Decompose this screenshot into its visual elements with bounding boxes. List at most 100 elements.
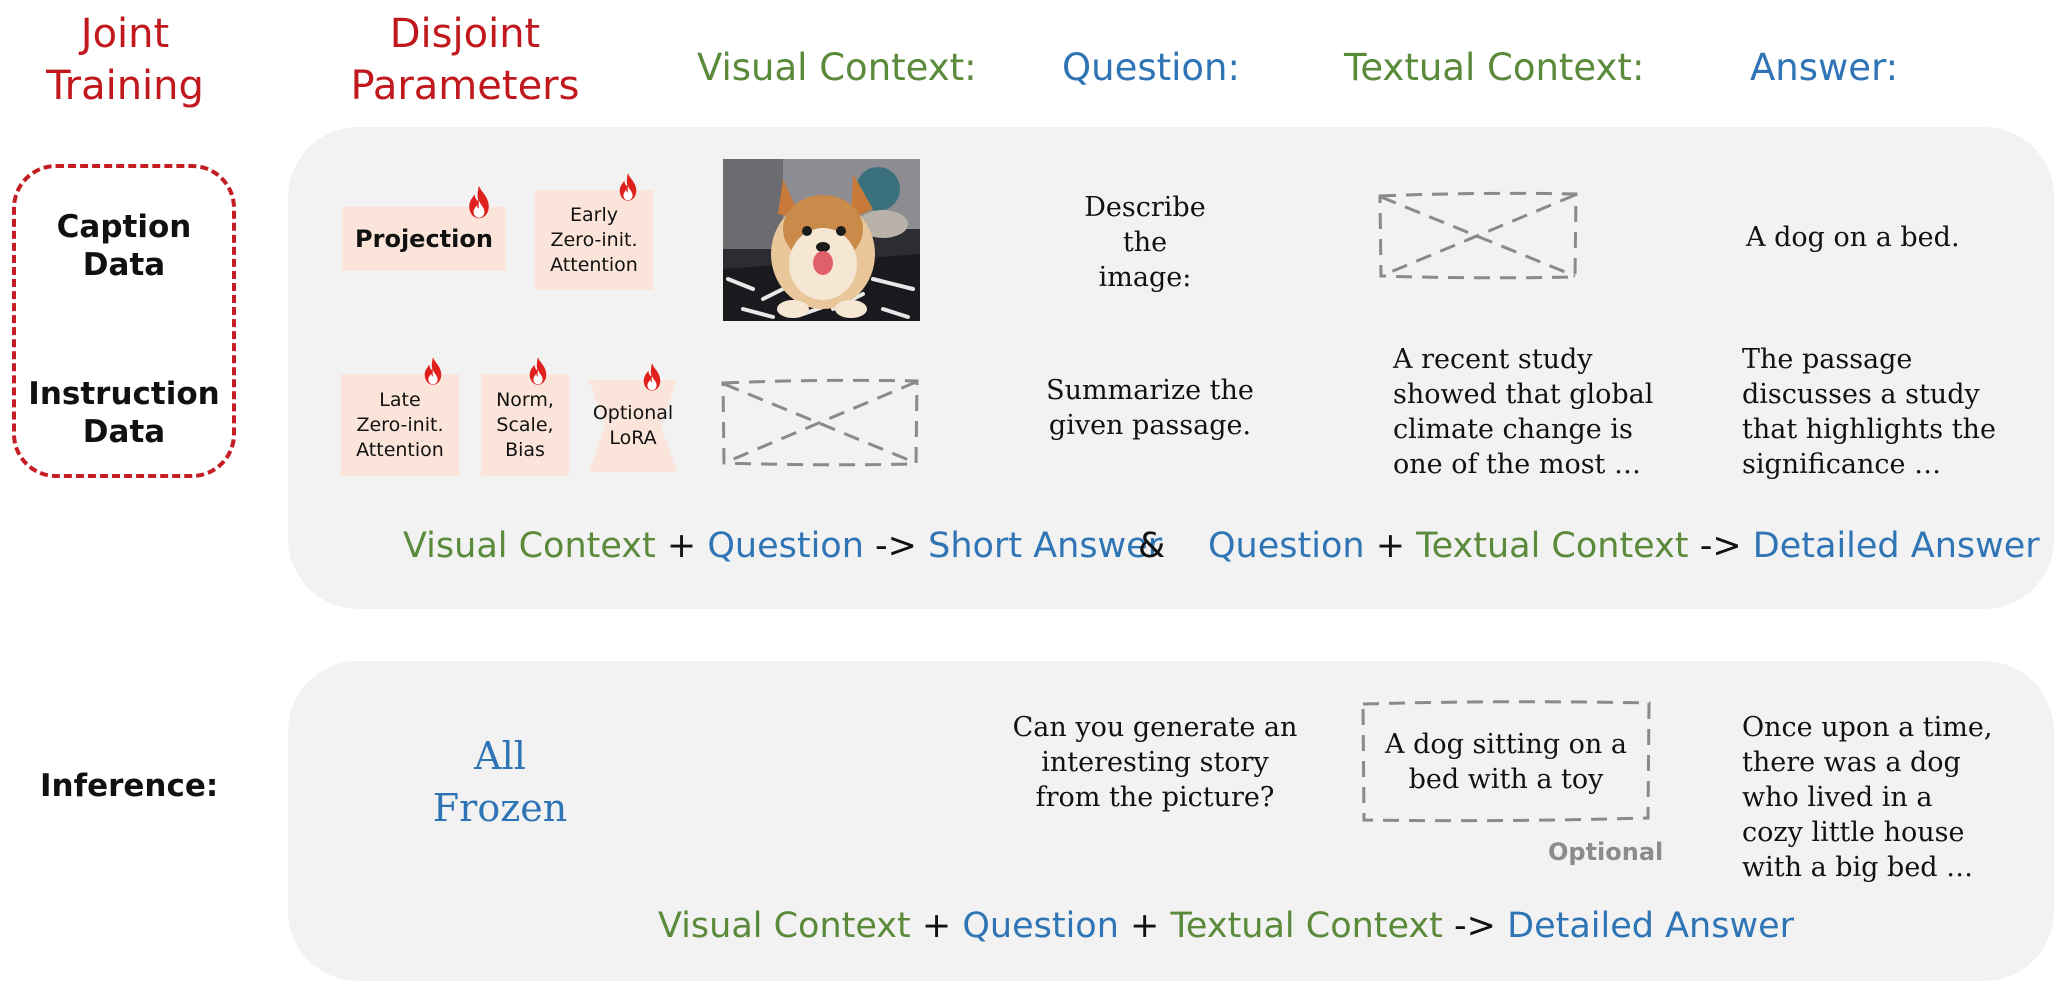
joint-training-line1: Joint <box>80 11 170 57</box>
caption-question-line2: the <box>1122 227 1168 258</box>
formula-arrow: -> <box>875 526 917 566</box>
instruction-label-line2: Data <box>82 414 166 450</box>
disjoint-parameters-header: Disjoint Parameters <box>340 8 590 112</box>
norm-card-line1: Norm, <box>496 388 554 411</box>
formula-question: Question <box>707 526 864 566</box>
instruction-context-line1: A recent study <box>1393 344 1593 375</box>
question-header: Question: <box>1062 46 1240 89</box>
optional-lora-card: Optional LoRA <box>589 380 677 472</box>
instruction-context-line4: one of the most … <box>1393 449 1641 480</box>
caption-data-label: Caption Data <box>12 208 236 284</box>
late-card-line1: Late <box>379 388 421 411</box>
fire-icon <box>617 172 639 202</box>
training-formula-2: Question + Textual Context -> Detailed A… <box>1208 524 2040 568</box>
fire-icon <box>641 362 663 392</box>
instruction-context-line2: showed that global <box>1393 379 1654 410</box>
inf-formula-arrow: -> <box>1454 906 1496 946</box>
inference-panel <box>288 661 2054 981</box>
instruction-answer-line2: discusses a study <box>1742 379 1980 410</box>
visual-context-header: Visual Context: <box>697 46 977 89</box>
caption-question-line3: image: <box>1098 262 1192 293</box>
late-zero-init-attention-card: Late Zero-init. Attention <box>341 374 459 476</box>
inference-answer: Once upon a time, there was a dog who li… <box>1742 710 1992 885</box>
all-frozen-line2: Frozen <box>432 786 568 830</box>
fire-icon <box>422 356 444 386</box>
inference-question-line3: from the picture? <box>1035 782 1275 813</box>
formula-plus: + <box>666 526 697 566</box>
inference-context-line1: A dog sitting on a <box>1385 729 1627 760</box>
all-frozen-label: All Frozen <box>420 730 580 834</box>
joint-training-header: Joint Training <box>30 8 220 112</box>
inference-question-line2: interesting story <box>1041 747 1269 778</box>
early-zero-init-attention-card: Early Zero-init. Attention <box>535 190 653 290</box>
early-card-line1: Early <box>570 203 618 226</box>
inf-formula-detailed-answer: Detailed Answer <box>1507 906 1795 946</box>
disjoint-parameters-line2: Parameters <box>350 63 580 109</box>
instruction-data-label: Instruction Data <box>12 375 236 451</box>
norm-scale-bias-card: Norm, Scale, Bias <box>481 374 569 476</box>
inference-formula: Visual Context + Question + Textual Cont… <box>658 904 1794 948</box>
all-frozen-line1: All <box>474 734 526 778</box>
caption-label-line2: Data <box>82 247 166 283</box>
norm-card-line3: Bias <box>505 438 545 461</box>
instruction-answer-line1: The passage <box>1742 344 1913 375</box>
caption-label-line1: Caption <box>56 209 192 245</box>
formula-textual-context: Textual Context <box>1416 526 1689 566</box>
lora-card-line2: LoRA <box>609 427 657 449</box>
joint-training-line2: Training <box>46 63 204 109</box>
inference-label: Inference: <box>40 768 219 804</box>
caption-question-line1: Describe <box>1084 192 1206 223</box>
inference-answer-line4: cozy little house <box>1742 817 1965 848</box>
inference-answer-line5: with a big bed … <box>1742 852 1974 883</box>
formula-detailed-answer: Detailed Answer <box>1752 526 2040 566</box>
inference-answer-line3: who lived in a <box>1742 782 1933 813</box>
instruction-context: A recent study showed that global climat… <box>1393 342 1653 482</box>
caption-question: Describe the image: <box>1010 190 1280 295</box>
instruction-label-line1: Instruction <box>28 376 220 412</box>
instruction-question-line1: Summarize the <box>1046 375 1254 406</box>
inference-question: Can you generate an interesting story fr… <box>1000 710 1310 815</box>
inf-formula-visual-context: Visual Context <box>658 906 911 946</box>
caption-answer: A dog on a bed. <box>1746 222 1960 253</box>
placeholder-cross-icon <box>721 378 919 467</box>
norm-card-line2: Scale, <box>496 413 554 436</box>
optional-label: Optional <box>1548 838 1664 866</box>
inference-answer-line1: Once upon a time, <box>1742 712 1993 743</box>
inf-formula-question: Question <box>962 906 1119 946</box>
formula-ampersand: & <box>1138 526 1166 566</box>
dog-photo <box>723 159 920 321</box>
projection-card-label: Projection <box>355 224 493 253</box>
inf-formula-plus-2: + <box>1130 906 1160 946</box>
formula-visual-context: Visual Context <box>403 526 656 566</box>
late-card-line3: Attention <box>356 438 444 461</box>
answer-header: Answer: <box>1750 46 1899 89</box>
inf-formula-textual-context: Textual Context <box>1170 906 1443 946</box>
early-card-line2: Zero-init. <box>550 228 638 251</box>
inference-context: A dog sitting on a bed with a toy <box>1362 727 1650 797</box>
late-card-line2: Zero-init. <box>356 413 444 436</box>
lora-card-line1: Optional <box>592 402 674 424</box>
instruction-question: Summarize the given passage. <box>1010 373 1290 443</box>
inference-context-line2: bed with a toy <box>1408 764 1604 795</box>
inference-answer-line2: there was a dog <box>1742 747 1961 778</box>
fire-icon <box>527 356 549 386</box>
early-card-line3: Attention <box>550 253 638 276</box>
lora-hourglass-shape <box>589 380 677 472</box>
fire-icon <box>466 184 492 220</box>
textual-context-header: Textual Context: <box>1344 46 1645 89</box>
instruction-answer-line4: significance … <box>1742 449 1942 480</box>
placeholder-cross-icon <box>1378 191 1578 280</box>
instruction-answer-line3: that highlights the <box>1742 414 1996 445</box>
instruction-answer: The passage discusses a study that highl… <box>1742 342 1996 482</box>
formula-question-2: Question <box>1208 526 1365 566</box>
joint-training-box <box>12 164 236 478</box>
instruction-question-line2: given passage. <box>1048 410 1252 441</box>
inference-question-line1: Can you generate an <box>1012 712 1298 743</box>
inference-context-box <box>1361 700 1651 823</box>
formula-plus-2: + <box>1375 526 1406 566</box>
instruction-context-line3: climate change is <box>1393 414 1633 445</box>
formula-arrow-2: -> <box>1699 526 1742 566</box>
training-formula: Visual Context + Question -> Short Answe… <box>403 524 1162 568</box>
formula-short-answer: Short Answer <box>928 526 1163 566</box>
inf-formula-plus: + <box>921 906 952 946</box>
